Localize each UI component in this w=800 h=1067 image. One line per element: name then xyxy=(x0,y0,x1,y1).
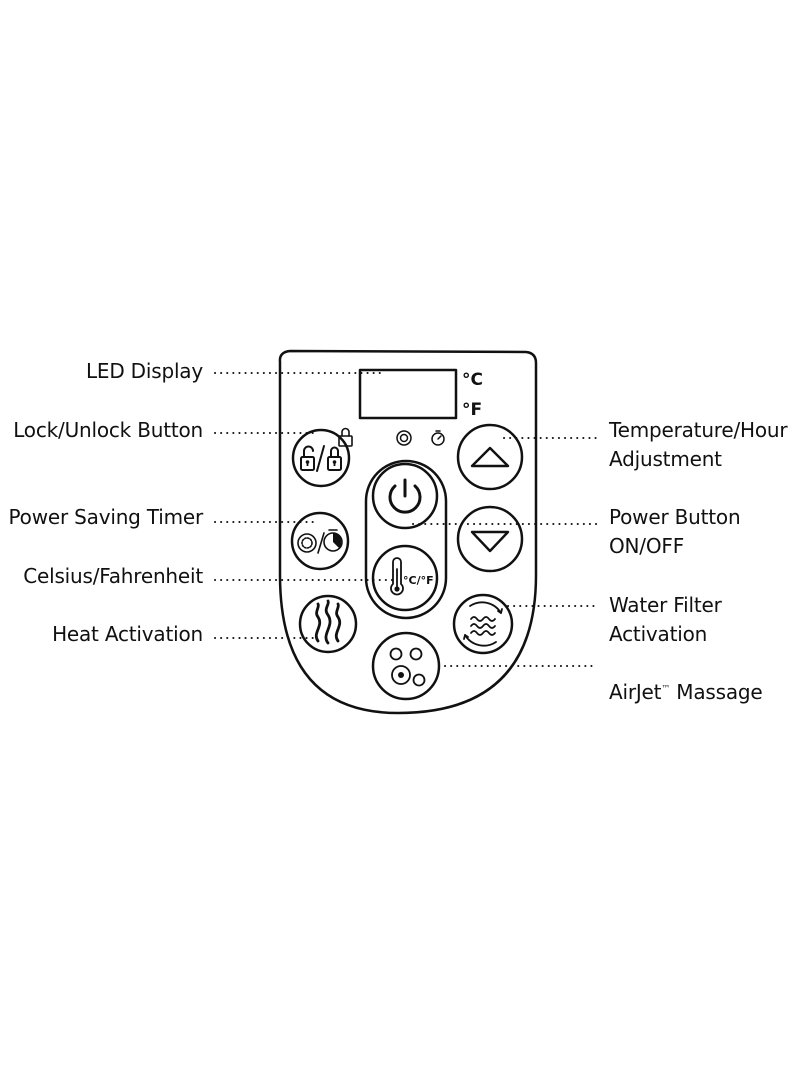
temperature-down-button[interactable] xyxy=(456,505,524,573)
heat-flame-icon xyxy=(314,599,342,645)
arrow-up-icon xyxy=(470,446,510,468)
label-airjet-massage: AirJet™ Massage xyxy=(609,678,763,707)
water-filter-icon xyxy=(463,601,503,647)
celsius-fahrenheit-button[interactable] xyxy=(371,544,439,612)
temperature-up-button[interactable] xyxy=(456,423,524,491)
control-panel-outline xyxy=(278,349,538,715)
center-button-housing xyxy=(364,459,448,620)
label-filter-line2: Activation xyxy=(609,622,708,646)
label-filter-line1: Water Filter xyxy=(609,593,722,617)
label-celsius-fahrenheit: Celsius/Fahrenheit xyxy=(23,564,203,588)
power-button[interactable] xyxy=(371,462,439,530)
power-icon xyxy=(388,478,422,514)
timer-indicator-icon xyxy=(431,430,445,446)
label-airjet-tm: ™ xyxy=(661,684,671,695)
power-saving-timer-button[interactable] xyxy=(290,511,350,571)
label-airjet-rest: Massage xyxy=(670,680,763,704)
label-lock-unlock-button: Lock/Unlock Button xyxy=(13,418,203,442)
thermometer-icon xyxy=(390,557,404,596)
label-temperature-line2: Adjustment xyxy=(609,447,722,471)
fahrenheit-unit-label: °F xyxy=(462,400,482,420)
water-filter-button[interactable] xyxy=(452,593,514,655)
arrow-down-icon xyxy=(470,530,510,553)
label-temperature-line1: Temperature/Hour xyxy=(609,418,788,442)
airjet-massage-button[interactable] xyxy=(371,631,441,701)
heat-activation-button[interactable] xyxy=(298,594,358,654)
label-water-filter-activation: Water Filter Activation xyxy=(609,591,722,649)
lock-unlock-button[interactable] xyxy=(291,428,351,488)
label-power-line2: ON/OFF xyxy=(609,534,684,558)
label-heat-activation: Heat Activation xyxy=(52,622,203,646)
label-power-saving-timer: Power Saving Timer xyxy=(8,505,204,529)
celsius-unit-label: °C xyxy=(462,370,483,390)
label-temperature-hour-adjustment: Temperature/Hour Adjustment xyxy=(609,416,788,474)
led-display-screen xyxy=(358,368,458,420)
lock-unlock-icon xyxy=(300,445,342,472)
celsius-fahrenheit-button-text: °C/°F xyxy=(403,574,434,587)
power-saving-indicator-icon xyxy=(396,430,412,446)
label-power-button: Power Button ON/OFF xyxy=(609,503,741,561)
label-airjet-name: AirJet xyxy=(609,680,662,704)
airjet-bubbles-icon xyxy=(389,647,426,687)
label-power-line1: Power Button xyxy=(609,505,741,529)
label-led-display: LED Display xyxy=(85,359,203,383)
leader-lines xyxy=(214,372,598,667)
